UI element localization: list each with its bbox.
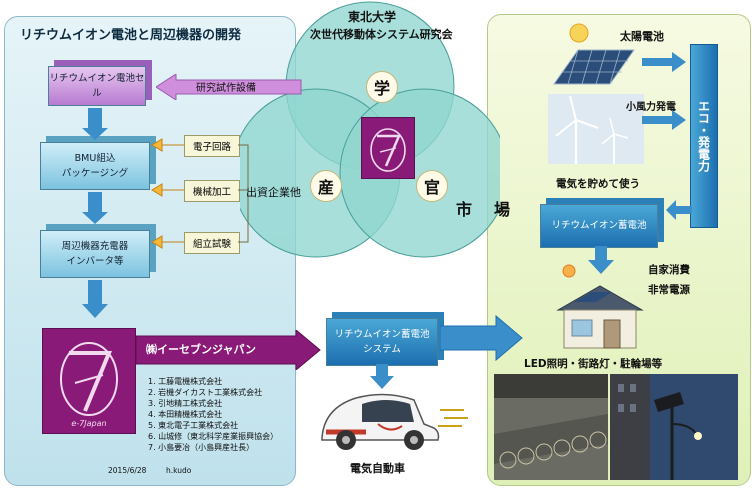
ev-car-icon <box>321 393 468 450</box>
cell-box-label: リチウムイオン電池セル <box>49 72 145 99</box>
investor-bracket <box>238 144 249 243</box>
venn-label-industry: 産 <box>317 178 334 197</box>
venn-badge-industry: 産 <box>310 170 342 202</box>
company-list-item: 3. 引地精工株式会社 <box>148 399 223 408</box>
peripheral-box-line-2: インバータ等 <box>66 256 124 267</box>
venn-label-market-1: 市 <box>456 200 473 219</box>
company-list: 1. 工藤電機株式会社 2. 岩機ダイカスト工業株式会社 3. 引地精工株式会社… <box>148 376 278 453</box>
bmu-box: BMU組込 パッケージング <box>40 142 150 190</box>
sun-icon <box>569 23 589 43</box>
emergency-power-label: 非常電源 <box>648 284 690 296</box>
venn-badge-government: 官 <box>416 170 448 202</box>
storage-system-line-1: リチウムイオン蓄電池 <box>334 328 430 340</box>
left-small-arrows <box>151 138 184 249</box>
storage-system-box: リチウムイオン蓄電池 システム <box>326 318 438 366</box>
e7-logo-mark-icon <box>370 128 406 172</box>
wind-to-eco-arrow <box>642 110 686 130</box>
wind-turbine-icon <box>548 94 644 164</box>
eco-to-storage-arrow <box>666 200 692 220</box>
storage-to-right-arrow <box>440 314 523 362</box>
assembly-label: 組立試験 <box>192 239 231 250</box>
machining-label: 機械加工 <box>192 187 231 198</box>
company-list-item: 5. 東北電子工業株式会社 <box>148 421 239 430</box>
store-power-label: 電気を貯めて使う <box>556 178 640 190</box>
down-arrow-peripheral-to-company <box>82 280 108 318</box>
small-sun-icon <box>562 264 576 278</box>
assembly-label-box: 組立試験 <box>184 232 240 254</box>
machining-label-box: 機械加工 <box>184 180 240 202</box>
venn-badge-academia: 学 <box>366 71 398 103</box>
company-list-item: 4. 本田精機株式会社 <box>148 410 223 419</box>
electronics-label: 電子回路 <box>192 142 231 153</box>
house-icon <box>556 285 644 349</box>
venn-label-academia: 学 <box>373 79 390 98</box>
peripheral-box: 周辺機器充電器 インバータ等 <box>40 230 150 278</box>
solar-panel-icon <box>553 49 635 85</box>
down-arrow-cell-to-bmu <box>82 108 108 140</box>
solar-to-eco-arrow <box>642 52 686 72</box>
solar-label: 太陽電池 <box>620 30 664 43</box>
storage-to-house-arrow <box>588 246 614 274</box>
company-list-item: 6. 山城修（東北科学産業振興協会） <box>148 432 279 441</box>
wind-label: 小風力発電 <box>626 102 676 113</box>
storage-battery-label: リチウムイオン蓄電池 <box>551 220 647 232</box>
storage-battery-box: リチウムイオン蓄電池 <box>540 204 658 248</box>
venn-label-market-2: 場 <box>494 200 511 219</box>
company-list-item: 1. 工藤電機株式会社 <box>148 377 223 386</box>
self-consumption-label: 自家消費 <box>648 264 690 276</box>
research-arrow-label: 研究試作設備 <box>196 83 256 94</box>
header-university: 東北大学 <box>348 10 397 24</box>
company-name: ㈱イーセブンジャパン <box>146 343 256 356</box>
company-banner-arrow <box>136 330 321 370</box>
electronics-label-box: 電子回路 <box>184 135 240 157</box>
left-arrow-assembly <box>151 235 184 249</box>
left-arrow-electronics <box>151 138 184 152</box>
research-arrow <box>156 74 302 100</box>
venn-label-government: 官 <box>423 178 440 197</box>
company-logo: e-7Japan <box>42 328 136 434</box>
header-society: 次世代移動体システム研究会 <box>310 28 453 41</box>
company-list-item: 7. 小島要冶（小島興産社長） <box>148 443 255 452</box>
down-arrow-bmu-to-peripheral <box>82 192 108 224</box>
generation-arrows <box>642 52 686 130</box>
left-arrow-machining <box>151 183 184 197</box>
cell-box: リチウムイオン電池セル <box>48 66 146 106</box>
bmu-box-line-2: パッケージング <box>61 168 129 179</box>
storage-system-line-2: システム <box>363 344 401 355</box>
storage-to-ev-arrow <box>370 364 394 389</box>
footer-date: 2015/6/28 <box>108 466 147 475</box>
logo-caption: e-7Japan <box>71 419 107 428</box>
bmu-box-line-1: BMU組込 <box>74 152 116 164</box>
center-logo <box>361 117 415 179</box>
company-list-item: 2. 岩機ダイカスト工業株式会社 <box>148 388 263 397</box>
e7-logo-large-icon <box>60 342 118 416</box>
peripheral-box-line-1: 周辺機器充電器 <box>61 240 129 252</box>
investors-label: 出資企業他 <box>246 186 301 199</box>
left-column-down-arrows <box>82 108 108 318</box>
bicycle-parking-photo-icon <box>494 374 608 480</box>
eco-power-box: エコ・発電力 <box>690 44 718 228</box>
applications-label: LED照明・街路灯・駐輪場等 <box>524 358 663 370</box>
ev-label: 電気自動車 <box>350 462 405 475</box>
street-light-photo-icon <box>610 374 738 480</box>
left-panel-title: リチウムイオン電池と周辺機器の開発 <box>20 28 242 43</box>
footer-author: h.kudo <box>166 466 192 475</box>
eco-power-label: エコ・発電力 <box>696 100 711 172</box>
